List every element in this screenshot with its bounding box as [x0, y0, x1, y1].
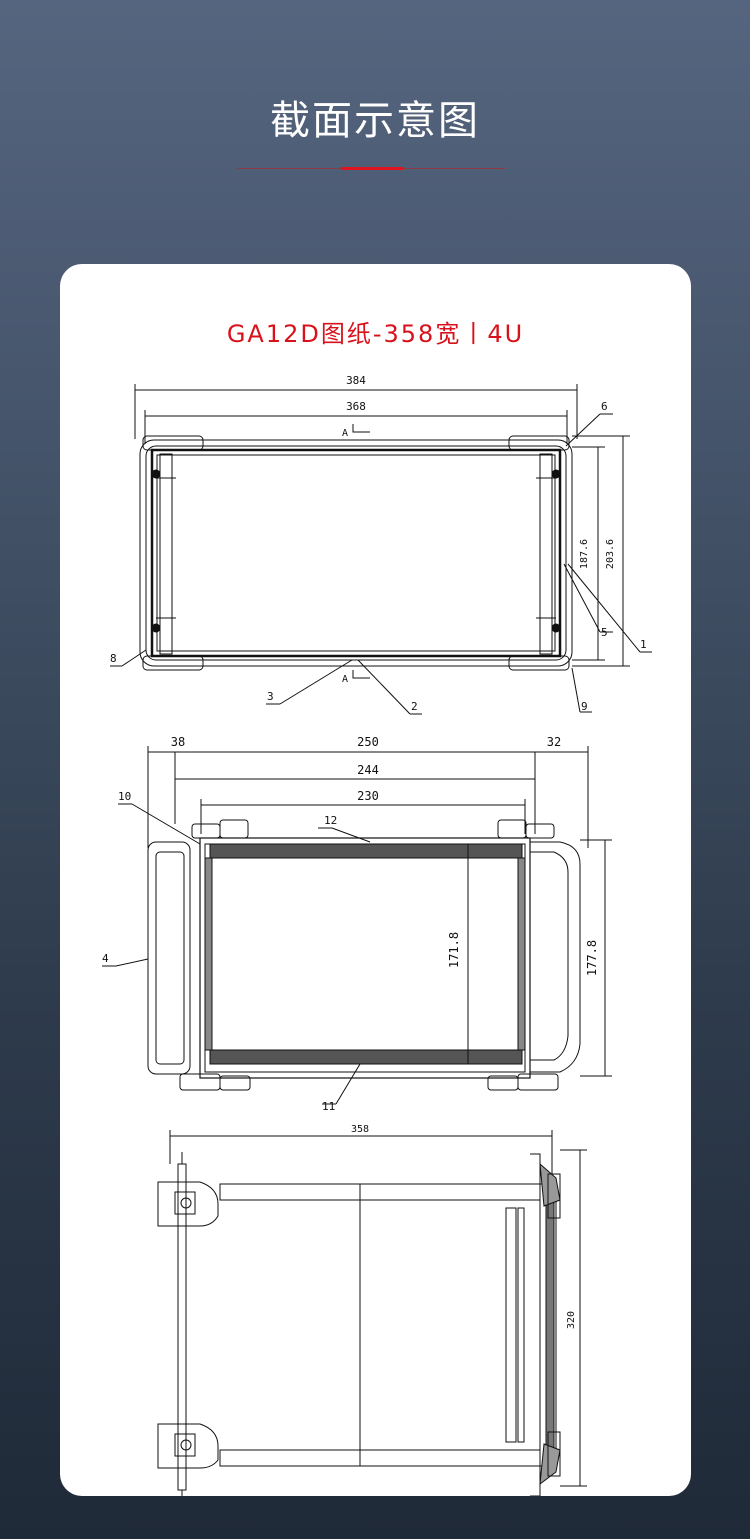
drawing-card: GA12D图纸-358宽丨4U	[60, 264, 691, 1496]
callout-3: 3	[267, 690, 274, 703]
callout-4: 4	[102, 952, 109, 965]
callout-10: 10	[118, 790, 131, 803]
dim-244: 244	[357, 763, 379, 777]
front-view	[110, 384, 652, 715]
callout-8: 8	[110, 652, 117, 665]
plan-view	[157, 1130, 587, 1496]
callout-11: 11	[322, 1100, 335, 1113]
callout-6: 6	[601, 400, 608, 413]
callout-9: 9	[581, 700, 588, 713]
dim-320: 320	[566, 1311, 577, 1329]
technical-drawing: 384 368 A A 187.6 203.6 6 8 5 1 3 2 9 38…	[102, 374, 652, 1496]
card-title: GA12D图纸-358宽丨4U	[226, 320, 525, 348]
dim-358: 358	[351, 1124, 369, 1135]
callout-5: 5	[601, 626, 608, 639]
callout-1: 1	[640, 638, 647, 651]
dim-32: 32	[547, 735, 561, 749]
title-divider-accent	[341, 167, 403, 170]
callout-2: 2	[411, 700, 418, 713]
section-label-top: A	[342, 428, 348, 439]
dim-38: 38	[171, 735, 185, 749]
section-view	[102, 746, 612, 1105]
dim-203-6: 203.6	[605, 539, 616, 569]
dim-250: 250	[357, 735, 379, 749]
dim-177-8: 177.8	[585, 940, 599, 976]
dim-368: 368	[346, 400, 366, 413]
page-title: 截面示意图	[270, 98, 480, 144]
dim-384: 384	[346, 374, 366, 387]
dim-230: 230	[357, 789, 379, 803]
dim-187-6: 187.6	[579, 539, 590, 569]
callout-12: 12	[324, 814, 337, 827]
dim-171-8: 171.8	[447, 932, 461, 968]
section-label-bottom: A	[342, 674, 348, 685]
